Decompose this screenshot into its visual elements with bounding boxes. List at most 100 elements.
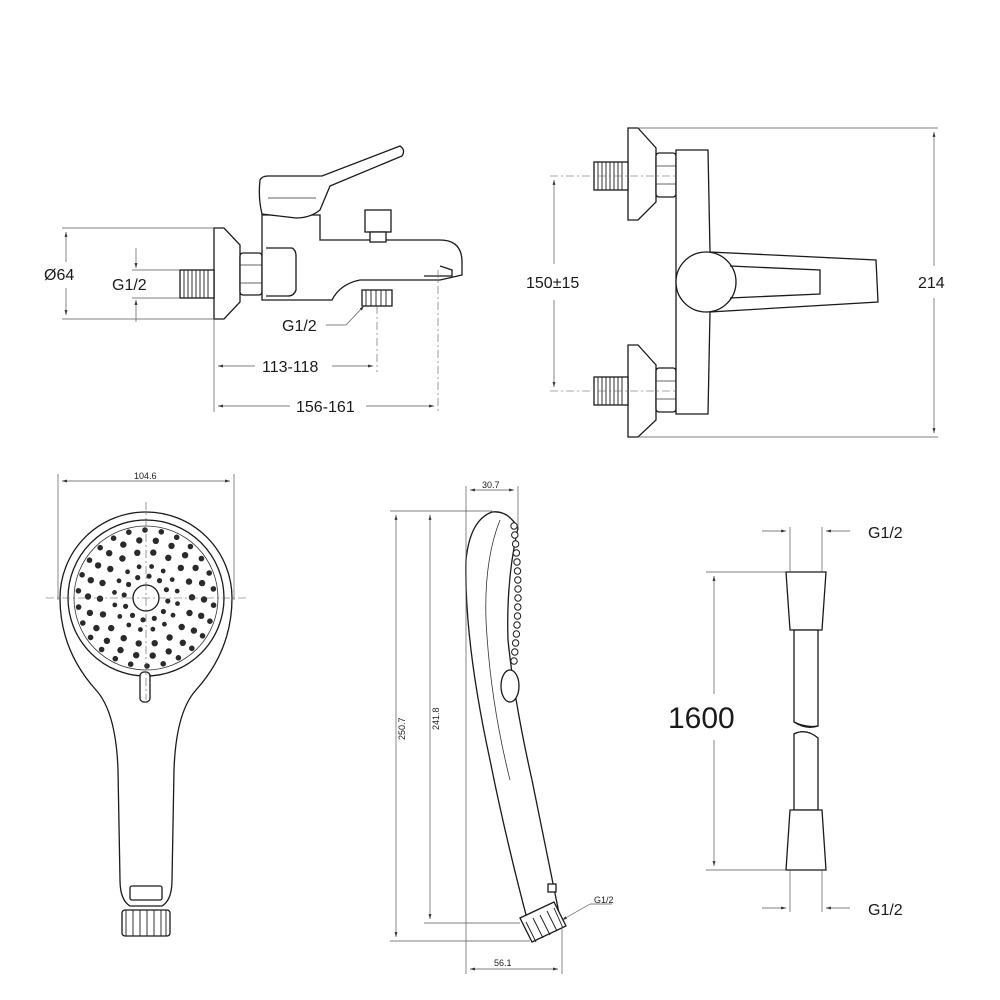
nozzle-dot — [120, 635, 127, 642]
nozzle-dot — [185, 578, 193, 585]
nozzle-dot — [108, 624, 115, 632]
nozzle-bump — [513, 621, 521, 629]
nozzle-dot — [151, 615, 157, 622]
nozzle-dot — [144, 663, 150, 669]
dim-inlet-thread-label: G1/2 — [112, 277, 147, 294]
nozzle-dot — [198, 579, 206, 587]
nozzle-dot — [150, 626, 156, 632]
nozzle-dot — [198, 555, 205, 562]
nozzle-dot — [94, 562, 102, 569]
nozzle-dot — [134, 549, 141, 556]
nozzle-dot — [210, 602, 217, 608]
nozzle-bump — [512, 549, 521, 557]
mixer-front-view: Ø64 G1/2 G1/2 113-118 156-161 — [44, 145, 463, 416]
nozzle-dot — [126, 529, 132, 535]
nozzle-dot — [165, 598, 171, 604]
hose-length-label: 1600 — [668, 702, 735, 735]
nozzle-dot — [173, 534, 180, 541]
nozzle-bump — [513, 567, 522, 575]
nozzle-dot — [178, 623, 185, 631]
nozzle-bump — [514, 603, 522, 611]
dim-total-length-label: 250.7 — [397, 717, 407, 740]
nozzle-dot — [112, 590, 117, 595]
nozzle-bump — [511, 639, 520, 647]
nozzle-dot — [99, 579, 106, 587]
nozzle-dot — [121, 592, 127, 598]
nozzle-dot — [126, 622, 132, 628]
nozzle-dot — [142, 527, 148, 533]
nozzle-dot — [165, 554, 172, 561]
dim-side-top-width-label: 30.7 — [482, 480, 500, 490]
nozzle-dot — [207, 618, 213, 624]
inlet-thread-lines — [183, 270, 209, 298]
nozzle-dot — [127, 661, 134, 667]
nozzle-dot — [117, 646, 124, 654]
nozzle-dot — [87, 577, 95, 584]
hose-top-thread-label: G1/2 — [868, 525, 903, 542]
nozzle-dot — [160, 568, 166, 574]
mixer-top-view: 150±15 214 — [526, 127, 945, 438]
nozzle-dot — [84, 593, 92, 600]
nozzle-dot — [120, 541, 127, 548]
nozzle-dot — [170, 612, 176, 618]
nozzle-dot — [206, 570, 212, 576]
nozzle-dot — [158, 529, 165, 535]
nozzle-dot — [163, 587, 169, 593]
nozzle-bumps — [510, 522, 522, 665]
nozzle-pattern — [75, 527, 217, 669]
nozzle-dot — [152, 537, 159, 544]
nozzle-dot — [110, 535, 117, 541]
nozzle-dot — [135, 640, 142, 647]
nozzle-dot — [165, 648, 172, 655]
nozzle-dot — [99, 611, 107, 618]
nozzle-dot — [112, 655, 119, 662]
nozzle-dot — [162, 621, 167, 627]
nozzle-bump — [511, 648, 519, 656]
nozzle-dot — [174, 588, 180, 594]
nozzle-dot — [168, 542, 175, 550]
nozzle-bump — [514, 576, 522, 584]
nozzle-dot — [86, 557, 93, 563]
nozzle-dot — [169, 577, 175, 582]
dim-head-width-label: 104.6 — [134, 471, 157, 481]
nozzle-dot — [156, 578, 163, 584]
nozzle-dot — [75, 588, 82, 594]
nozzle-dot — [160, 608, 166, 615]
nozzle-dot — [210, 586, 217, 592]
nozzle-dot — [187, 543, 194, 550]
nozzle-dot — [179, 639, 186, 646]
nozzle-dot — [177, 564, 184, 572]
nozzle-dot — [133, 652, 140, 659]
nozzle-dot — [181, 552, 189, 559]
nozzle-dot — [136, 564, 142, 570]
nozzle-dot — [112, 602, 118, 608]
nozzle-dot — [79, 572, 85, 578]
nozzle-bump — [513, 612, 522, 620]
nozzle-dot — [87, 634, 94, 641]
nozzle-dot — [93, 624, 100, 632]
nozzle-dot — [119, 555, 126, 562]
dim-centers-label: 150±15 — [526, 275, 579, 292]
nozzle-dot — [160, 661, 166, 667]
nozzle-dot — [192, 564, 199, 572]
dim-outlet-thread-label: G1/2 — [282, 318, 317, 335]
nozzle-bump — [514, 594, 522, 602]
nozzle-dot — [188, 594, 196, 601]
dim-depth-long-label: 156-161 — [296, 399, 355, 416]
dim-inner-length-label: 241.8 — [431, 707, 441, 730]
nozzle-dot — [200, 596, 208, 603]
dim-side-thread-label: G1/2 — [594, 895, 614, 905]
nozzle-dot — [190, 627, 198, 634]
nozzle-dot — [106, 550, 113, 557]
nozzle-dot — [86, 609, 94, 617]
nozzle-dot — [123, 603, 129, 609]
nozzle-dot — [136, 537, 143, 544]
nozzle-dot — [97, 544, 103, 551]
nozzle-dot — [116, 578, 122, 584]
nozzle-bump — [510, 657, 518, 665]
nozzle-dot — [96, 595, 104, 602]
nozzle-dot — [103, 637, 111, 644]
hose-view: G1/2 1600 G1/2 — [668, 525, 903, 919]
nozzle-dot — [150, 549, 157, 556]
